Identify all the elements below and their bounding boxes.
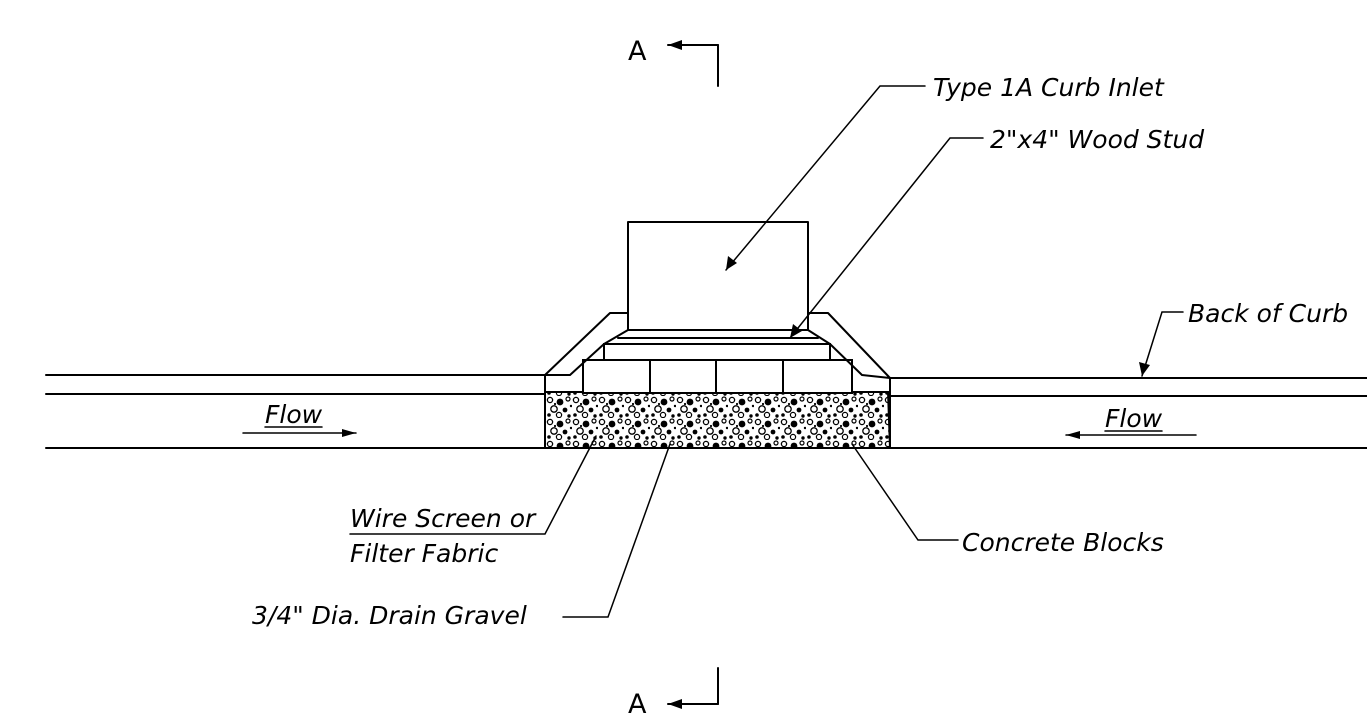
inlet-throat [617,329,819,339]
leader-concrete-blocks [851,443,959,541]
curb-inlet-box [627,221,809,314]
flow-right-arrow [1065,431,1197,439]
leader-back-of-curb [1139,311,1184,377]
leader-wire-screen [349,435,597,535]
section-arrow-bottom [667,667,719,709]
leader-wood-stud [789,137,984,339]
label-concrete-blocks: Concrete Blocks [962,528,1164,557]
leader-drain-gravel [562,443,671,618]
label-wire-screen-line2: Filter Fabric [350,539,498,568]
curb-right [889,377,1367,449]
wood-stud [603,343,831,361]
label-wood-stud: 2"x4" Wood Stud [990,125,1204,154]
label-wire-screen-line1: Wire Screen or [350,504,537,533]
label-back-of-curb: Back of Curb [1188,299,1348,328]
section-arrow-top [667,40,719,87]
flow-left-arrow [242,429,357,437]
leader-curb-inlet [725,85,926,271]
label-flow-right: Flow [1105,404,1163,433]
section-marker-top: A [628,36,647,67]
concrete-blocks [582,359,853,394]
label-flow-left: Flow [265,400,323,429]
inlet-wings [544,312,891,449]
curb-left [45,374,546,449]
label-curb-inlet: Type 1A Curb Inlet [933,73,1165,102]
section-marker-bottom: A [628,689,647,719]
label-drain-gravel: 3/4" Dia. Drain Gravel [252,601,527,630]
